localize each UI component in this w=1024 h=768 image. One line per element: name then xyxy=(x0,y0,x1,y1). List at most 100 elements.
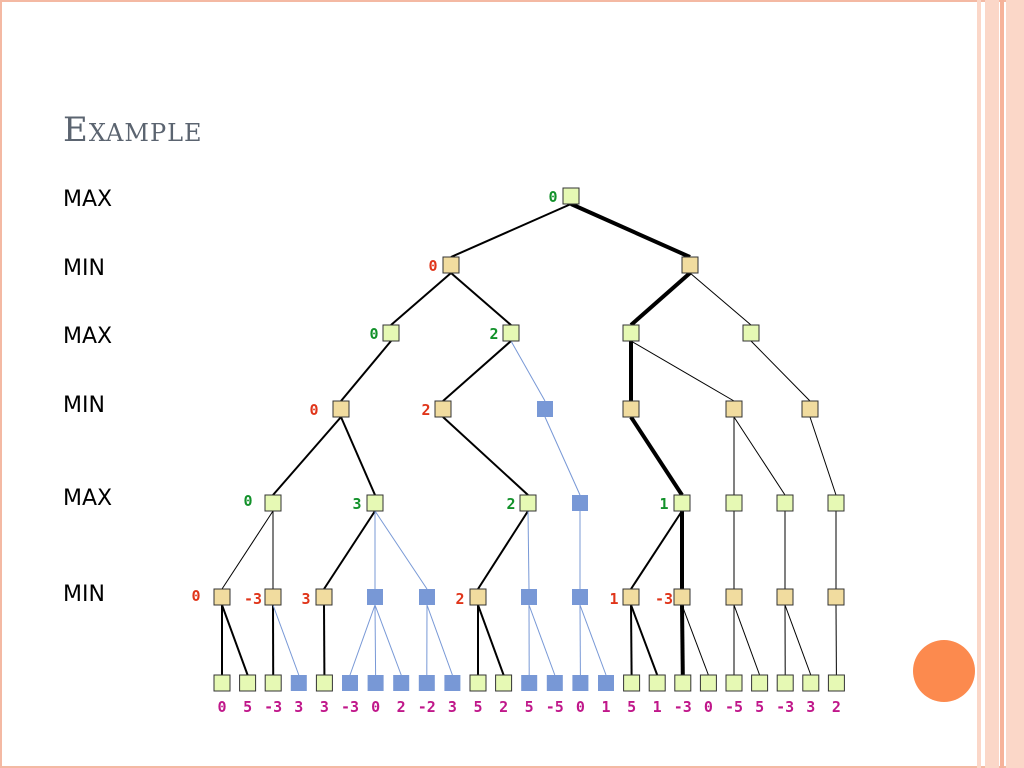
node-value-label: 2 xyxy=(506,495,515,513)
pruned-node xyxy=(572,495,588,511)
leaf-value-label: 5 xyxy=(525,698,534,716)
tree-edge-pruned xyxy=(527,510,530,590)
max-node xyxy=(502,324,520,342)
min-node xyxy=(681,256,699,274)
pruned-node xyxy=(572,675,589,691)
tree-edge-pruned xyxy=(374,510,428,590)
level-label-min: MIN xyxy=(63,393,105,418)
tree-edge-normal xyxy=(442,340,512,402)
tree-edge-normal xyxy=(221,604,249,676)
pruned-node xyxy=(367,589,383,605)
tree-edge-normal xyxy=(390,272,452,326)
node-value-label: 2 xyxy=(455,590,464,608)
leaf-value-label: 3 xyxy=(806,698,815,716)
pruned-node xyxy=(418,675,435,691)
leaf-value-label: 1 xyxy=(653,698,662,716)
max-node xyxy=(622,324,640,342)
tree-edge-pruned xyxy=(528,604,556,676)
node-value-label: 0 xyxy=(548,188,557,206)
min-node xyxy=(264,588,282,606)
max-node xyxy=(264,494,282,512)
leaf-value-label: 3 xyxy=(320,698,329,716)
tree-edge-normal xyxy=(272,416,342,496)
pruned-node xyxy=(537,401,553,417)
tree-edge-thin xyxy=(733,604,761,676)
tree-edge-pruned xyxy=(349,604,376,676)
pruned-node xyxy=(572,589,588,605)
pruned-node xyxy=(521,589,537,605)
leaf-value-label: 3 xyxy=(294,698,303,716)
min-node xyxy=(827,588,845,606)
leaf-node xyxy=(725,674,743,692)
leaf-value-label: 5 xyxy=(473,698,482,716)
tree-edge-normal xyxy=(630,604,633,676)
tree-edge-thin xyxy=(750,340,811,402)
tree-edge-thin xyxy=(733,416,786,496)
min-node xyxy=(776,588,794,606)
tree-edge-pruned xyxy=(426,604,453,676)
tree-edge-thin xyxy=(809,416,837,496)
node-value-label: 2 xyxy=(489,325,498,343)
tree-edge-bold xyxy=(629,271,692,327)
tree-edge-pruned xyxy=(510,340,546,402)
pruned-node xyxy=(419,589,435,605)
leaf-value-label: 1 xyxy=(601,698,610,716)
pruned-node xyxy=(342,675,358,691)
leaf-node xyxy=(264,674,282,692)
node-value-label: 1 xyxy=(609,590,618,608)
pruned-node xyxy=(367,675,384,691)
node-value-label: 0 xyxy=(243,492,252,510)
pruned-node xyxy=(546,675,563,691)
leaf-node xyxy=(495,674,513,692)
tree-edge-thin xyxy=(681,604,709,676)
leaf-node xyxy=(751,674,769,692)
leaf-value-label: 2 xyxy=(832,698,841,716)
leaf-value-label: -3 xyxy=(264,698,282,716)
leaf-value-label: 0 xyxy=(371,698,380,716)
tree-edge-bold xyxy=(570,202,691,259)
node-value-label: 0 xyxy=(309,401,318,419)
leaf-node xyxy=(776,674,794,692)
tree-edge-normal xyxy=(477,510,529,590)
leaf-node xyxy=(315,674,333,692)
pruned-node xyxy=(444,675,461,691)
min-node xyxy=(469,588,487,606)
max-node xyxy=(519,494,537,512)
tree-edge-pruned xyxy=(374,604,402,676)
tree-edge-bold xyxy=(629,415,684,497)
leaf-node xyxy=(469,674,487,692)
node-value-label: 0 xyxy=(428,257,437,275)
leaf-value-label: 5 xyxy=(755,698,764,716)
max-node xyxy=(827,494,845,512)
tree-edge-pruned xyxy=(272,604,300,676)
leaf-value-label: -2 xyxy=(418,698,436,716)
level-label-max: MAX xyxy=(63,486,113,511)
tree-edge-thin xyxy=(221,510,274,590)
min-node xyxy=(213,588,231,606)
pruned-node xyxy=(598,675,614,691)
tree-edge-normal xyxy=(450,203,572,258)
min-node xyxy=(442,256,460,274)
leaf-value-label: -3 xyxy=(776,698,794,716)
node-value-label: 3 xyxy=(301,590,310,608)
tree-edge-normal xyxy=(323,510,376,590)
leaf-value-label: -3 xyxy=(341,698,359,716)
leaf-node xyxy=(674,674,692,692)
leaf-node xyxy=(213,674,231,692)
leaf-value-label: -3 xyxy=(674,698,692,716)
leaf-node xyxy=(699,674,717,692)
leaf-value-label: 5 xyxy=(627,698,636,716)
tree-edge-normal xyxy=(450,272,512,326)
leaf-value-label: -5 xyxy=(546,698,564,716)
tree-edge-pruned xyxy=(374,604,377,676)
leaf-value-label: 5 xyxy=(243,698,252,716)
decorative-stripe xyxy=(985,0,999,768)
min-node xyxy=(673,588,691,606)
max-node xyxy=(366,494,384,512)
leaf-node xyxy=(648,674,666,692)
leaf-value-label: 3 xyxy=(448,698,457,716)
max-node xyxy=(742,324,760,342)
leaf-node xyxy=(802,674,820,692)
